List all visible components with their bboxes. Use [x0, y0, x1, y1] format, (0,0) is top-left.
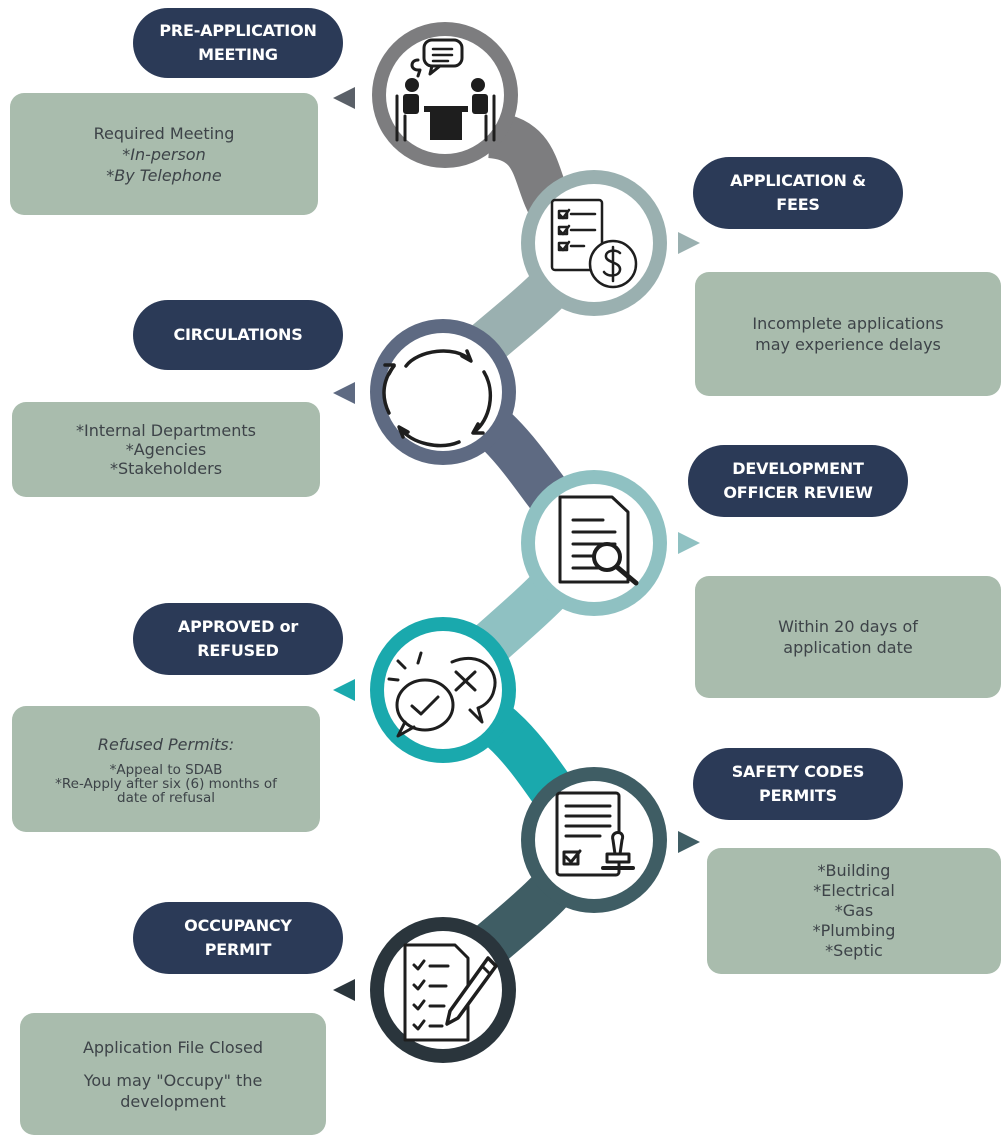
- step-title-line: OCCUPANCY: [184, 916, 292, 935]
- step-title-line: APPROVED or: [177, 617, 299, 636]
- step-title-line: MEETING: [198, 45, 278, 64]
- pointer-triangle-4: [678, 532, 700, 554]
- note-line: date of refusal: [117, 789, 215, 806]
- step-title-line: FEES: [776, 195, 820, 214]
- note-line: *Stakeholders: [109, 459, 223, 478]
- note-application-fees: Incomplete applications may experience d…: [695, 272, 1001, 396]
- step-title-line: REFUSED: [197, 641, 279, 660]
- step-title-safety-codes-permits: SAFETY CODES PERMITS: [693, 748, 903, 820]
- application-fees-icon: [550, 198, 638, 289]
- note-line: *Plumbing: [812, 921, 896, 940]
- note-line: Within 20 days of: [778, 617, 918, 636]
- note-line: may experience delays: [755, 335, 941, 354]
- pointer-triangle-7: [333, 979, 355, 1001]
- note-line: You may "Occupy" the: [83, 1070, 263, 1090]
- pointer-triangle-6: [678, 831, 700, 853]
- step-title-line: SAFETY CODES: [731, 762, 865, 781]
- note-occupancy-permit: Application File Closed You may "Occupy"…: [20, 1013, 326, 1135]
- note-line: Required Meeting: [93, 123, 235, 143]
- note-line: *Electrical: [813, 881, 895, 900]
- pointer-triangle-3: [333, 382, 355, 404]
- note-line: Application File Closed: [82, 1037, 264, 1057]
- step-title-occupancy-permit: OCCUPANCY PERMIT: [133, 902, 343, 974]
- step-title-line: OFFICER REVIEW: [723, 483, 873, 502]
- step-title-line: DEVELOPMENT: [732, 459, 864, 478]
- step-circle-3: [370, 319, 516, 465]
- note-line: *Re-Apply after six (6) months of: [55, 775, 277, 792]
- circulation-arrows-icon: [382, 349, 493, 448]
- checklist-pen-icon: [403, 943, 498, 1042]
- permit-stamp-icon: [555, 791, 635, 877]
- note-approved-refused: Refused Permits: *Appeal to SDAB *Re-App…: [12, 706, 320, 832]
- step-circle-1: [372, 22, 518, 168]
- step-title-circulations: CIRCULATIONS: [133, 300, 343, 370]
- step-title-line: PRE-APPLICATION: [159, 21, 317, 40]
- step-title-line: APPLICATION &: [730, 171, 866, 190]
- note-line: *Building: [817, 861, 891, 880]
- note-safety-codes-permits: *Building *Electrical *Gas *Plumbing *Se…: [707, 848, 1001, 974]
- note-line: *Internal Departments: [76, 421, 256, 440]
- note-pre-application: Required Meeting *In-person *By Telephon…: [10, 93, 318, 215]
- note-line: application date: [783, 638, 913, 657]
- step-title-development-officer-review: DEVELOPMENT OFFICER REVIEW: [688, 445, 908, 517]
- note-line: Incomplete applications: [752, 314, 944, 333]
- note-line: *Gas: [834, 901, 874, 920]
- step-title-line: PERMITS: [759, 786, 837, 805]
- step-title-approved-refused: APPROVED or REFUSED: [133, 603, 343, 675]
- note-circulations: *Internal Departments *Agencies *Stakeho…: [12, 402, 320, 497]
- pointer-triangle-5: [333, 679, 355, 701]
- note-line: *Agencies: [125, 440, 207, 459]
- step-title-line: CIRCULATIONS: [173, 325, 303, 344]
- approve-refuse-icon: [387, 651, 497, 738]
- note-line: *Septic: [825, 941, 883, 960]
- step-title-line: PERMIT: [204, 940, 272, 959]
- note-line: development: [120, 1091, 226, 1111]
- note-line: *Appeal to SDAB: [109, 761, 223, 778]
- document-review-icon: [558, 495, 639, 586]
- pointer-triangle-2: [678, 232, 700, 254]
- step-title-pre-application: PRE-APPLICATION MEETING: [133, 8, 343, 78]
- note-heading: Refused Permits:: [97, 734, 235, 754]
- note-line: *In-person: [122, 144, 206, 164]
- note-development-officer-review: Within 20 days of application date: [695, 576, 1001, 698]
- meeting-icon: [395, 38, 496, 142]
- note-line: *By Telephone: [106, 165, 222, 185]
- pointer-triangle-1: [333, 87, 355, 109]
- step-title-application-fees: APPLICATION & FEES: [693, 157, 903, 229]
